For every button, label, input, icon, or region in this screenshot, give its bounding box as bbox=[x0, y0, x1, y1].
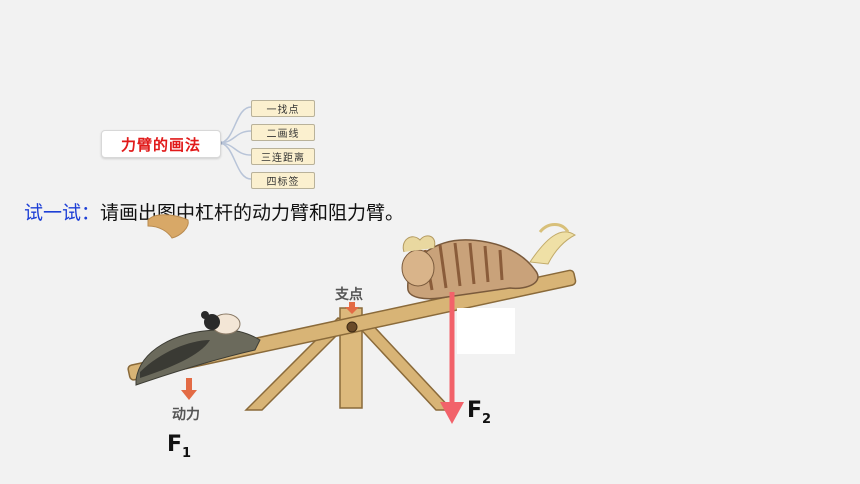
f2-arrow-head-icon bbox=[440, 402, 464, 424]
f2-letter: F bbox=[467, 398, 483, 423]
mindmap-step-2: 二画线 bbox=[251, 124, 315, 141]
pivot-icon bbox=[346, 321, 358, 333]
effort-arrow-head-icon bbox=[181, 390, 197, 400]
fulcrum-arrow-icon bbox=[345, 302, 359, 314]
creature-figure-icon bbox=[401, 223, 576, 300]
f2-label: F2 bbox=[467, 398, 491, 427]
blank-box bbox=[457, 308, 515, 354]
f1-subscript: 1 bbox=[182, 446, 192, 461]
mindmap-step-1: 一找点 bbox=[251, 100, 315, 117]
instruction-lead: 试一试： bbox=[24, 202, 101, 224]
f1-letter: F bbox=[167, 432, 183, 457]
fulcrum-label: 支点 bbox=[335, 287, 363, 303]
f2-subscript: 2 bbox=[482, 412, 492, 427]
mindmap-root: 力臂的画法 bbox=[101, 130, 221, 158]
f1-label: F1 bbox=[167, 432, 191, 461]
support-leg-right bbox=[352, 317, 454, 411]
effort-arrow-shaft bbox=[186, 378, 192, 392]
effort-label: 动力 bbox=[172, 407, 200, 423]
mindmap-step-4: 四标签 bbox=[251, 172, 315, 189]
decor-blob-icon bbox=[147, 214, 189, 239]
person-figure-icon bbox=[135, 311, 261, 386]
mindmap-step-3: 三连距离 bbox=[251, 148, 315, 165]
